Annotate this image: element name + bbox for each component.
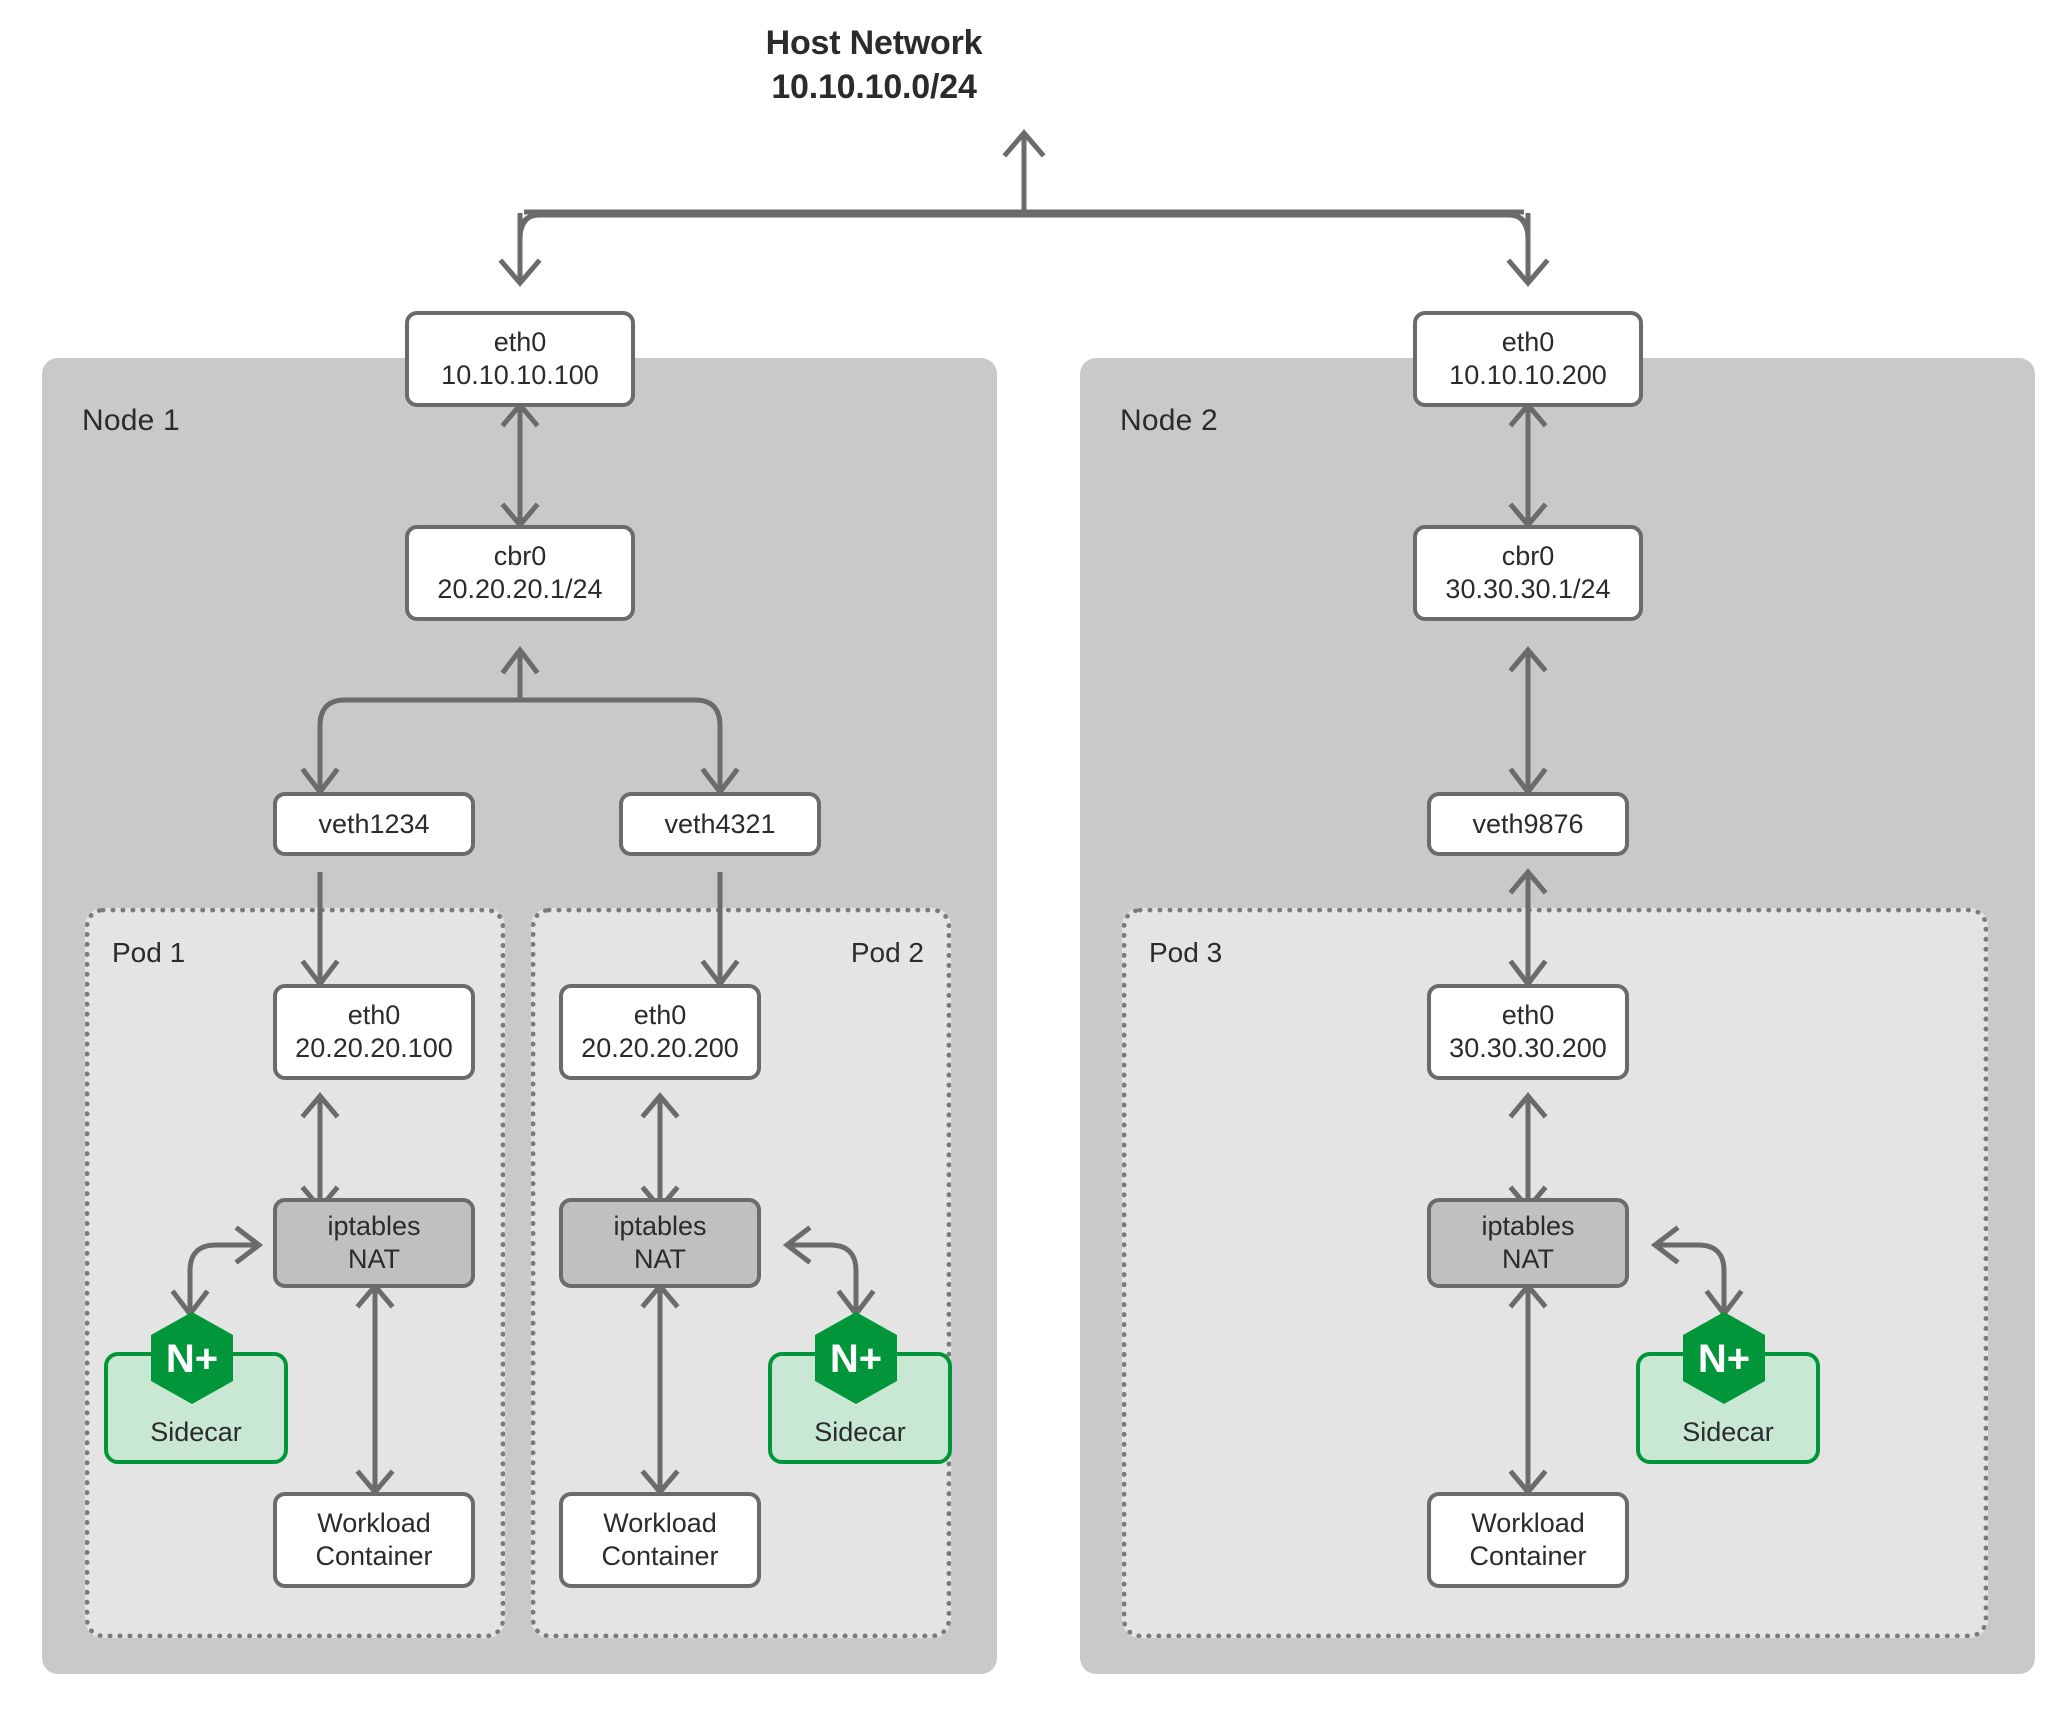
nginx-plus-icon: N+ (1681, 1310, 1767, 1406)
pod-3-eth0-ip: 30.30.30.200 (1449, 1033, 1607, 1063)
node-1-eth0-name: eth0 (493, 327, 547, 358)
pod-2-workload-box[interactable]: Workload Container (559, 1492, 761, 1588)
host-network-label: Host Network (765, 24, 983, 62)
pod-1-label: Pod 1 (112, 937, 186, 968)
nginx-plus-icon: N+ (813, 1310, 899, 1406)
veth9876-label: veth9876 (1472, 808, 1584, 839)
node-2-cbr0-name: cbr0 (1501, 541, 1555, 572)
pod-1-iptables-label: iptables (327, 1211, 421, 1242)
node-1-cbr0-ip: 20.20.20.1/24 (437, 574, 603, 604)
pod-2-sidecar-label: Sidecar (814, 1417, 906, 1447)
pod-1-iptables-nat-box[interactable]: iptables NAT (273, 1198, 475, 1288)
pod-3-workload-line1: Workload (1471, 1508, 1585, 1539)
pod-3-workload-box[interactable]: Workload Container (1427, 1492, 1629, 1588)
pod-1-workload-line1: Workload (317, 1508, 431, 1539)
pod-3-eth0-name: eth0 (1501, 1000, 1555, 1031)
pod-1-eth0-name: eth0 (347, 1000, 401, 1031)
node-2-eth0-box[interactable]: eth0 10.10.10.200 (1413, 311, 1643, 407)
svg-text:N+: N+ (830, 1337, 882, 1381)
pod-3-workload-line2: Container (1469, 1541, 1587, 1571)
pod-2-eth0-name: eth0 (633, 1000, 687, 1031)
node-2-eth0-name: eth0 (1501, 327, 1555, 358)
pod-2-workload-line1: Workload (603, 1508, 717, 1539)
pod-3-label: Pod 3 (1149, 937, 1223, 968)
node-1-label: Node 1 (82, 404, 180, 437)
pod-1-eth0-ip: 20.20.20.100 (295, 1033, 453, 1063)
node-2-cbr0-box[interactable]: cbr0 30.30.30.1/24 (1413, 525, 1643, 621)
pod-2-iptables-nat-box[interactable]: iptables NAT (559, 1198, 761, 1288)
pod-2-eth0-ip: 20.20.20.200 (581, 1033, 739, 1063)
pod-2-iptables-label: iptables (613, 1211, 707, 1242)
pod-3-iptables-label: iptables (1481, 1211, 1575, 1242)
node-1-eth0-box[interactable]: eth0 10.10.10.100 (405, 311, 635, 407)
veth1234-label: veth1234 (318, 808, 430, 839)
node-1-cbr0-name: cbr0 (493, 541, 547, 572)
pod-3-nat-label: NAT (1502, 1244, 1554, 1274)
pod-1-sidecar-label: Sidecar (150, 1417, 242, 1447)
pod-3-iptables-nat-box[interactable]: iptables NAT (1427, 1198, 1629, 1288)
nginx-plus-icon: N+ (149, 1310, 235, 1406)
pod-2-eth0-box[interactable]: eth0 20.20.20.200 (559, 984, 761, 1080)
veth9876-box[interactable]: veth9876 (1427, 792, 1629, 856)
veth1234-box[interactable]: veth1234 (273, 792, 475, 856)
pod-1-nat-label: NAT (348, 1244, 400, 1274)
svg-text:N+: N+ (1698, 1337, 1750, 1381)
pod-3-sidecar-label: Sidecar (1682, 1417, 1774, 1447)
svg-text:N+: N+ (166, 1337, 218, 1381)
node-2-eth0-ip: 10.10.10.200 (1449, 360, 1607, 390)
host-network-cidr: 10.10.10.0/24 (771, 67, 977, 106)
node-1-cbr0-box[interactable]: cbr0 20.20.20.1/24 (405, 525, 635, 621)
pod-1-workload-box[interactable]: Workload Container (273, 1492, 475, 1588)
veth4321-box[interactable]: veth4321 (619, 792, 821, 856)
page-title: Host Network 10.10.10.0/24 (674, 22, 1074, 109)
pod-1-eth0-box[interactable]: eth0 20.20.20.100 (273, 984, 475, 1080)
node-2-cbr0-ip: 30.30.30.1/24 (1445, 574, 1611, 604)
pod-3-eth0-box[interactable]: eth0 30.30.30.200 (1427, 984, 1629, 1080)
pod-1-workload-line2: Container (315, 1541, 433, 1571)
node-2-label: Node 2 (1120, 404, 1218, 437)
pod-2-label: Pod 2 (850, 937, 924, 968)
veth4321-label: veth4321 (664, 808, 776, 839)
pod-1-sidecar-box[interactable]: Sidecar (104, 1352, 288, 1464)
pod-2-nat-label: NAT (634, 1244, 686, 1274)
pod-2-workload-line2: Container (601, 1541, 719, 1571)
node-1-eth0-ip: 10.10.10.100 (441, 360, 599, 390)
